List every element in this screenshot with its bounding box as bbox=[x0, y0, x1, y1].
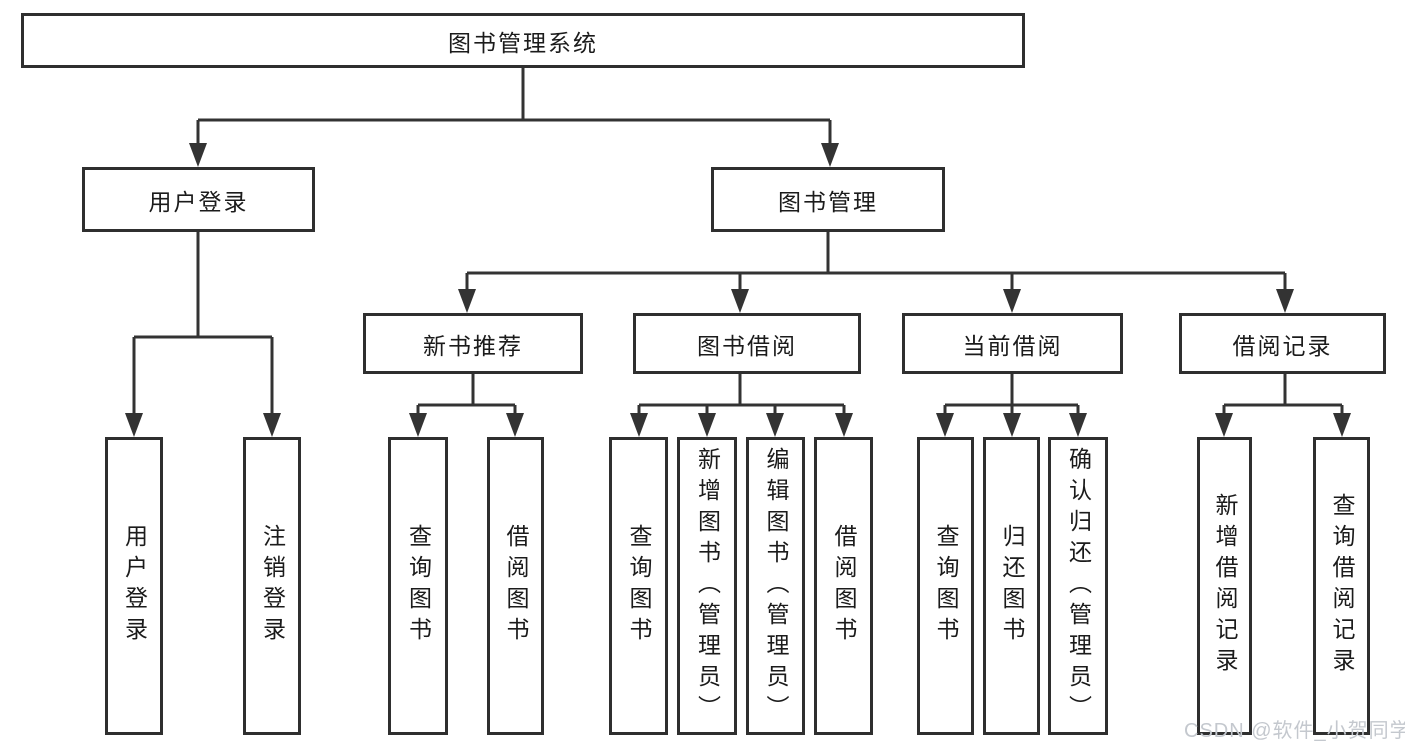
arrow-down-icon bbox=[1069, 413, 1087, 437]
arrow-down-icon bbox=[630, 413, 648, 437]
arrow-down-icon bbox=[936, 413, 954, 437]
node-user-login: 用户登录 bbox=[82, 167, 315, 232]
node-book-borrow: 图书借阅 bbox=[633, 313, 861, 374]
leaf-return-book: 归还图书 bbox=[983, 437, 1040, 735]
leaf-borrow-books: 借阅图书 bbox=[814, 437, 873, 735]
node-label: 注销登录 bbox=[259, 524, 286, 648]
arrow-down-icon bbox=[1003, 289, 1021, 313]
node-label: 用户登录 bbox=[148, 188, 249, 215]
node-label: 借阅图书 bbox=[831, 524, 857, 648]
node-label: 确认归还（管理员） bbox=[1065, 446, 1092, 726]
leaf-search-books-borrow: 查询图书 bbox=[609, 437, 668, 735]
node-label: 归还图书 bbox=[999, 524, 1025, 648]
arrow-down-icon bbox=[698, 413, 716, 437]
node-current-borrow: 当前借阅 bbox=[902, 313, 1123, 374]
arrow-down-icon bbox=[189, 143, 207, 167]
node-label: 图书借阅 bbox=[697, 332, 797, 359]
leaf-user-login: 用户登录 bbox=[105, 437, 163, 735]
arrow-down-icon bbox=[1215, 413, 1233, 437]
node-borrow-records: 借阅记录 bbox=[1179, 313, 1386, 374]
node-label: 借阅图书 bbox=[503, 524, 529, 648]
node-label: 图书管理系统 bbox=[448, 29, 598, 56]
node-label: 查询借阅记录 bbox=[1329, 493, 1355, 679]
node-label: 当前借阅 bbox=[962, 332, 1063, 359]
arrow-down-icon bbox=[1003, 413, 1021, 437]
arrow-down-icon bbox=[409, 413, 427, 437]
leaf-edit-book-admin: 编辑图书（管理员） bbox=[746, 437, 805, 735]
node-label: 查询图书 bbox=[626, 524, 652, 648]
node-label: 图书管理 bbox=[778, 188, 878, 215]
arrow-down-icon bbox=[1333, 413, 1351, 437]
node-label: 新书推荐 bbox=[423, 332, 523, 359]
node-book-management: 图书管理 bbox=[711, 167, 945, 232]
leaf-logout: 注销登录 bbox=[243, 437, 301, 735]
node-label: 用户登录 bbox=[121, 524, 148, 648]
arrow-down-icon bbox=[506, 413, 524, 437]
leaf-search-books-recommend: 查询图书 bbox=[388, 437, 448, 735]
arrow-down-icon bbox=[821, 143, 839, 167]
node-label: 查询图书 bbox=[405, 524, 432, 648]
watermark: CSDN @软件_小贺同学 bbox=[1184, 720, 1405, 742]
node-new-book-recommend: 新书推荐 bbox=[363, 313, 583, 374]
arrow-down-icon bbox=[263, 413, 281, 437]
node-label: 编辑图书（管理员） bbox=[763, 446, 789, 726]
arrow-down-icon bbox=[125, 413, 143, 437]
node-label: 新增借阅记录 bbox=[1212, 493, 1238, 679]
arrow-down-icon bbox=[1276, 289, 1294, 313]
node-library-system: 图书管理系统 bbox=[21, 13, 1025, 68]
connector-path bbox=[132, 68, 1344, 417]
leaf-add-borrow-record: 新增借阅记录 bbox=[1197, 437, 1252, 735]
leaf-search-books-current: 查询图书 bbox=[917, 437, 974, 735]
node-label: 借阅记录 bbox=[1232, 332, 1333, 359]
leaf-borrow-books-recommend: 借阅图书 bbox=[487, 437, 544, 735]
node-label: 查询图书 bbox=[933, 524, 959, 648]
node-label: 新增图书（管理员） bbox=[694, 446, 721, 726]
arrow-down-icon bbox=[731, 289, 749, 313]
leaf-confirm-return-admin: 确认归还（管理员） bbox=[1048, 437, 1108, 735]
arrowheads bbox=[125, 143, 1351, 437]
arrow-down-icon bbox=[766, 413, 784, 437]
arrow-down-icon bbox=[458, 289, 476, 313]
leaf-search-borrow-record: 查询借阅记录 bbox=[1313, 437, 1370, 735]
arrow-down-icon bbox=[835, 413, 853, 437]
leaf-add-book-admin: 新增图书（管理员） bbox=[677, 437, 737, 735]
